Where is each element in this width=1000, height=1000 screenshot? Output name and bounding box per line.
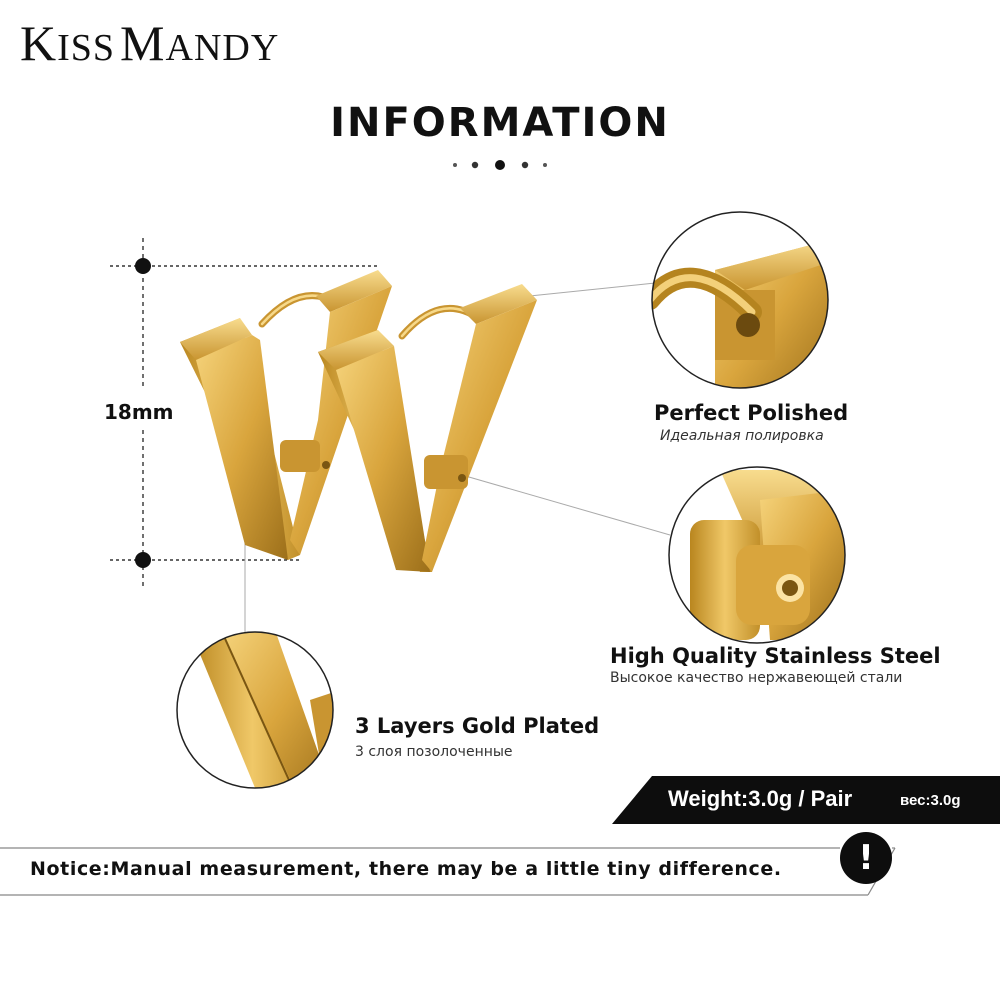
earring-front — [318, 284, 537, 572]
feature-title-polished: Perfect Polished — [654, 401, 849, 425]
measurement-guide — [110, 238, 380, 590]
heading-dots-decoration — [453, 160, 547, 170]
feature-subtitle-plated: 3 слоя позолоченные — [355, 744, 513, 760]
feature-title-steel: High Quality Stainless Steel — [610, 644, 941, 668]
brand-logo: KISS MANDY — [20, 15, 280, 71]
weight-text-ru: вес:3.0g — [900, 792, 961, 809]
page-title: INFORMATION — [330, 100, 670, 146]
notice-text: Notice:Manual measurement, there may be … — [30, 858, 782, 880]
weight-banner — [612, 776, 1000, 824]
height-measurement-label: 18mm — [104, 400, 174, 424]
detail-circle-hinge — [668, 466, 846, 644]
weight-text: Weight:3.0g / Pair — [668, 786, 853, 811]
exclamation-icon: ! — [840, 832, 892, 884]
feature-title-plated: 3 Layers Gold Plated — [355, 714, 600, 738]
feature-subtitle-polished: Идеальная полировка — [660, 428, 824, 444]
feature-subtitle-steel: Высокое качество нержавеющей стали — [610, 670, 903, 686]
detail-circle-layers — [176, 631, 334, 789]
detail-circle-polished — [651, 211, 829, 389]
